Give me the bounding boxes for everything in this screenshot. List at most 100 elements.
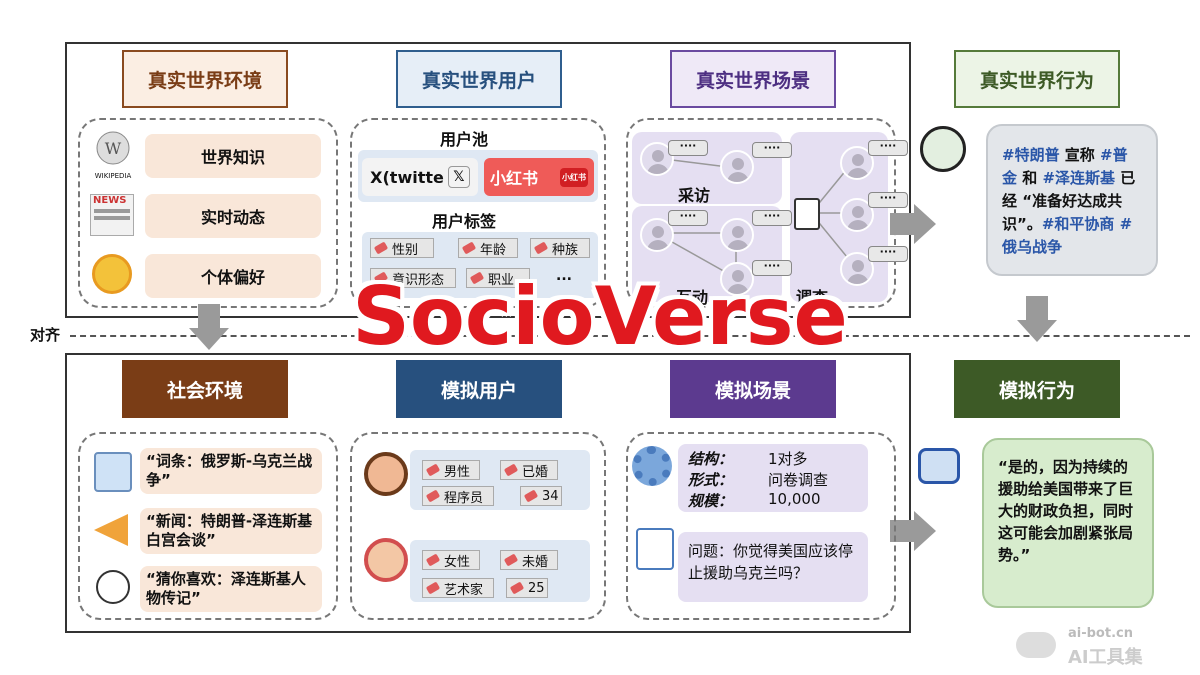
x-twitter-chip: X(twitte 𝕏: [362, 158, 478, 196]
bubble-1: ····: [668, 140, 708, 156]
real-behavior-text-2: #普金: [1002, 146, 1128, 187]
gear-icon: [632, 446, 672, 486]
arrow-down-left-shaft: [198, 304, 220, 330]
arrow-down-left-head: [189, 328, 229, 350]
avatar-survey-3: [840, 252, 874, 286]
u2-occupation: 艺术家: [422, 578, 494, 598]
sim-behavior-bubble: “是的，因为持续的援助给美国带来了巨大的财政负担，同时这可能会加剧紧张局势。”: [982, 438, 1154, 608]
arrow-down-right-shaft: [1026, 296, 1048, 322]
arrow-right-bottom-head: [914, 511, 936, 551]
real-behavior-text-1: 宣称: [1059, 146, 1101, 164]
avatar-survey-1: [840, 146, 874, 180]
wikipedia-caption: WIKIPEDIA: [94, 172, 132, 180]
tag-age: 年龄: [458, 238, 518, 258]
item-world-knowledge: 世界知识: [145, 134, 321, 178]
social-item-entry: “词条：俄罗斯-乌克兰战争”: [140, 448, 322, 494]
tags-more: ...: [556, 268, 572, 284]
config-scale-key: 规模：: [688, 492, 734, 510]
social-env-box: [78, 432, 338, 620]
arrow-right-top-head: [914, 204, 936, 244]
real-behavior-text-0: #特朗普: [1002, 146, 1060, 164]
watermark-logo-icon: [1016, 632, 1056, 658]
bubble-3: ····: [668, 210, 708, 226]
config-form-val: 问卷调查: [768, 471, 829, 489]
u1-occupation: 程序员: [422, 486, 494, 506]
news-icon: NEWS: [90, 194, 134, 236]
header-sim-behavior: 模拟行为: [954, 360, 1120, 418]
label-interview: 采访: [678, 186, 711, 205]
xiaohongshu-label: 小红书: [490, 169, 539, 188]
tag-occupation: 职业: [466, 268, 530, 288]
item-personal-pref: 个体偏好: [145, 254, 321, 298]
real-user-avatar-icon: [920, 126, 966, 172]
social-item-news: “新闻：特朗普-泽连斯基白宫会谈”: [140, 508, 322, 554]
watermark-name: AI工具集: [1068, 647, 1143, 668]
bubble-2: ····: [752, 142, 792, 158]
header-sim-scene: 模拟场景: [670, 360, 836, 418]
arrow-right-bottom: [890, 520, 916, 542]
align-divider: [70, 335, 1190, 337]
real-behavior-bubble: #特朗普 宣称 #普金 和 #泽连斯基 已经 “准备好达成共识”。#和平协商 #…: [986, 124, 1158, 276]
u1-gender: 男性: [422, 460, 480, 480]
avatar-interviewee: [720, 150, 754, 184]
bubble-7: ····: [868, 192, 908, 208]
socioverse-title: SocioVerse: [352, 270, 848, 363]
real-users-box: [350, 118, 606, 308]
questionnaire-icon: [636, 528, 674, 570]
xiaohongshu-chip: 小红书 小红书: [484, 158, 594, 196]
bubble-5: ····: [752, 260, 792, 276]
label-survey: 调查: [796, 288, 829, 307]
user-tags-title: 用户标签: [432, 212, 497, 231]
clipboard-icon: [794, 198, 820, 230]
header-real-env: 真实世界环境: [122, 50, 288, 108]
arrow-down-right-head: [1017, 320, 1057, 342]
x-logo-icon: 𝕏: [447, 166, 470, 188]
u1-marital: 已婚: [500, 460, 558, 480]
megaphone-icon: [94, 514, 128, 546]
bubble-6: ····: [868, 140, 908, 156]
scene-config-card: [678, 444, 868, 512]
tag-race: 种族: [530, 238, 590, 258]
header-social-env: 社会环境: [122, 360, 288, 418]
config-form-key: 形式：: [688, 471, 734, 489]
bubble-4: ····: [752, 210, 792, 226]
document-search-icon: [94, 452, 132, 492]
social-item-recommend: “猜你喜欢：泽连斯基人物传记”: [140, 566, 322, 612]
real-world-frame: [65, 42, 911, 318]
header-real-users: 真实世界用户: [396, 50, 562, 108]
u2-gender: 女性: [422, 550, 480, 570]
header-sim-users: 模拟用户: [396, 360, 562, 418]
real-behavior-text-6: #和平协商 #俄乌战争: [1002, 215, 1133, 256]
header-real-behavior: 真实世界行为: [954, 50, 1120, 108]
female-user-avatar-icon: [364, 538, 408, 582]
simulation-frame: [65, 353, 911, 633]
label-interact: 互动: [676, 288, 709, 307]
svg-text:W: W: [105, 139, 122, 158]
real-behavior-text-4: #泽连斯基: [1042, 169, 1116, 187]
u2-age: 25: [506, 578, 548, 598]
real-behavior-text-5: 已经 “准备好达成共识”。: [1002, 169, 1136, 233]
tag-ideology: 意识形态: [370, 268, 456, 288]
bubble-8: ····: [868, 246, 908, 262]
u1-age: 34: [520, 486, 562, 506]
robot-icon: [918, 448, 960, 484]
item-realtime-news: 实时动态: [145, 194, 321, 238]
avatar-interact-3: [720, 262, 754, 296]
globe-www-icon: [96, 570, 130, 604]
real-behavior-text-3: 和: [1017, 169, 1043, 187]
wikipedia-icon: W WIKIPEDIA: [90, 130, 136, 180]
x-twitter-label: X(twitte: [370, 167, 444, 187]
xiaohongshu-logo-icon: 小红书: [560, 167, 588, 187]
avatar-survey-2: [840, 198, 874, 232]
scene-question-card: 问题：你觉得美国应该停止援助乌克兰吗？: [678, 532, 868, 602]
align-label: 对齐: [30, 324, 61, 345]
sim-scene-box: [626, 432, 896, 620]
badge-thumb-icon: [92, 254, 132, 294]
news-caption: NEWS: [93, 195, 127, 206]
watermark-url: ai-bot.cn: [1068, 626, 1133, 641]
config-structure-key: 结构：: [688, 450, 734, 468]
arrow-right-top: [890, 213, 916, 235]
avatar-interact-2: [720, 218, 754, 252]
header-real-scene: 真实世界场景: [670, 50, 836, 108]
tag-gender: 性别: [370, 238, 434, 258]
